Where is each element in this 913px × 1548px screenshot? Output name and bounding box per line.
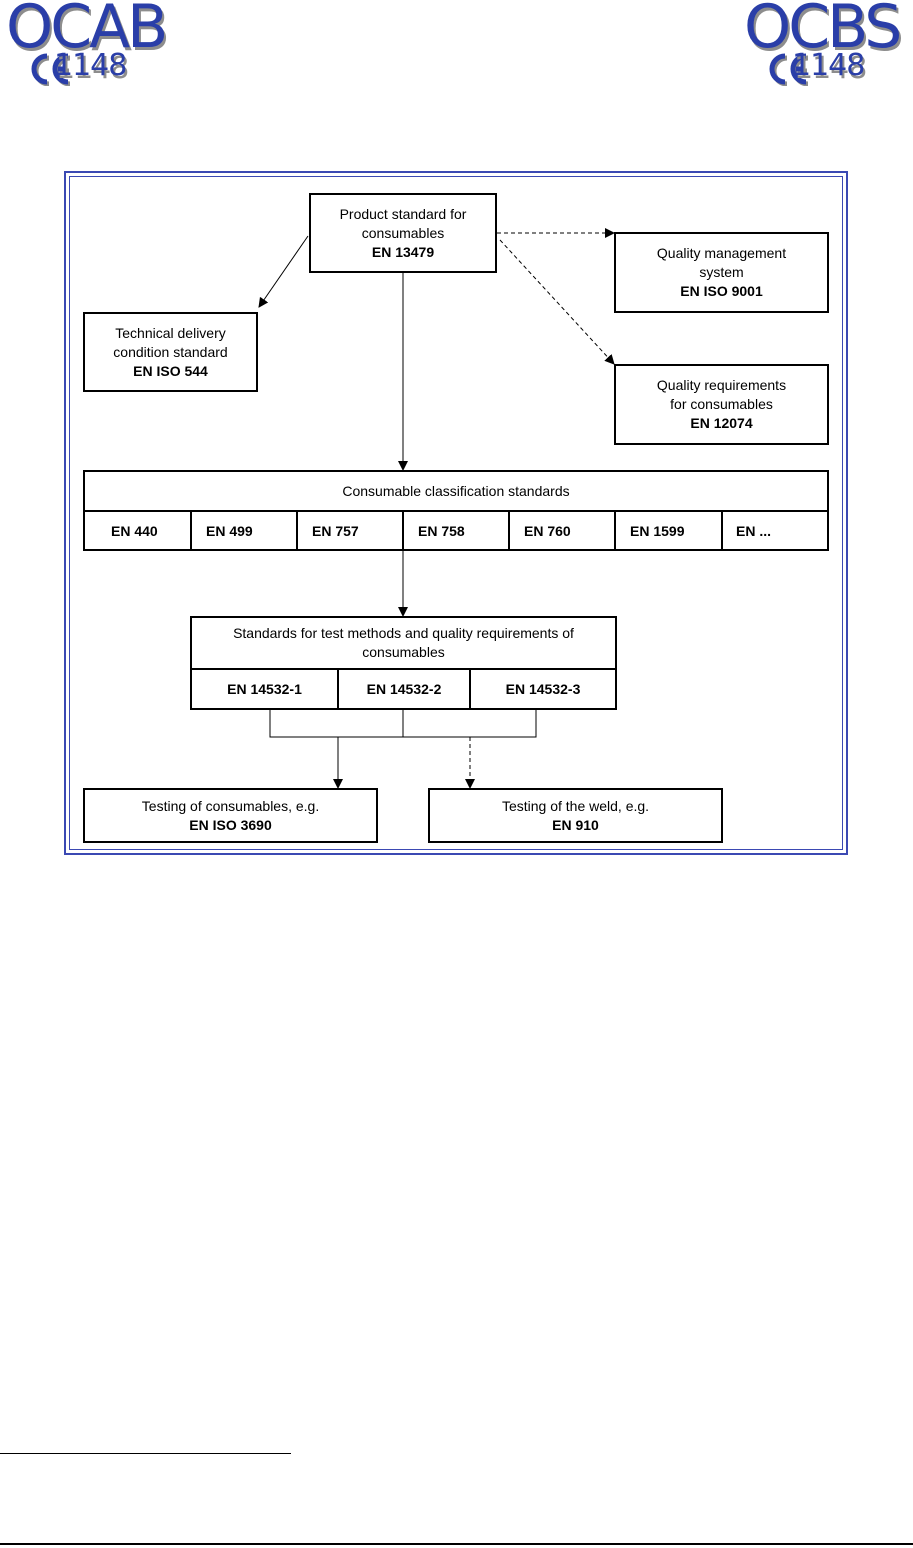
footnote-separator [0, 1453, 291, 1454]
technical-delivery-box: Technical delivery condition standard EN… [83, 312, 258, 392]
quality-management-label: Quality management system [656, 245, 787, 280]
footer-rule [0, 1543, 913, 1545]
logo-number: 1148 [792, 48, 865, 83]
classification-title: Consumable classification standards [342, 482, 570, 499]
classification-cell: EN ... [721, 510, 829, 551]
product-standard-code: EN 13479 [371, 243, 435, 260]
test-methods-title-box: Standards for test methods and quality r… [190, 616, 617, 670]
technical-delivery-code: EN ISO 544 [133, 362, 208, 379]
product-standard-label: Product standard for consumables [339, 205, 467, 241]
quality-requirements-label: Quality requirements for consumables [656, 377, 787, 412]
classification-cell: EN 440 [83, 510, 192, 551]
classification-cell: EN 499 [190, 510, 298, 551]
test-methods-cell: EN 14532-2 [337, 668, 471, 710]
logo-text: OCAB [6, 0, 168, 62]
test-methods-title: Standards for test methods and quality r… [233, 625, 574, 660]
test-methods-cell: EN 14532-3 [469, 668, 617, 710]
classification-cell: EN 758 [402, 510, 510, 551]
ocbs-logo: OCBS 1148 [744, 0, 913, 95]
diagram-frame-inner [69, 176, 843, 850]
quality-requirements-box: Quality requirements for consumables EN … [614, 364, 829, 445]
testing-consumables-box: Testing of consumables, e.g. EN ISO 3690 [83, 788, 378, 843]
classification-cell: EN 760 [508, 510, 616, 551]
logo-text: OCBS [744, 0, 902, 62]
testing-weld-box: Testing of the weld, e.g. EN 910 [428, 788, 723, 843]
classification-title-box: Consumable classification standards [83, 470, 829, 512]
quality-requirements-code: EN 12074 [690, 415, 753, 431]
testing-weld-code: EN 910 [552, 816, 599, 833]
logo-number: 1148 [54, 48, 127, 83]
technical-delivery-label: Technical delivery condition standard [113, 324, 228, 360]
testing-consumables-label: Testing of consumables, e.g. [141, 797, 320, 814]
product-standard-box: Product standard for consumables EN 1347… [309, 193, 497, 273]
classification-cell: EN 757 [296, 510, 404, 551]
diagram-frame [64, 171, 848, 855]
testing-consumables-code: EN ISO 3690 [189, 816, 272, 833]
quality-management-code: EN ISO 9001 [680, 283, 763, 299]
classification-cell: EN 1599 [614, 510, 723, 551]
quality-management-box: Quality management system EN ISO 9001 [614, 232, 829, 313]
test-methods-cell: EN 14532-1 [190, 668, 339, 710]
testing-weld-label: Testing of the weld, e.g. [501, 797, 650, 814]
ocab-logo: OCAB 1148 [6, 0, 176, 95]
